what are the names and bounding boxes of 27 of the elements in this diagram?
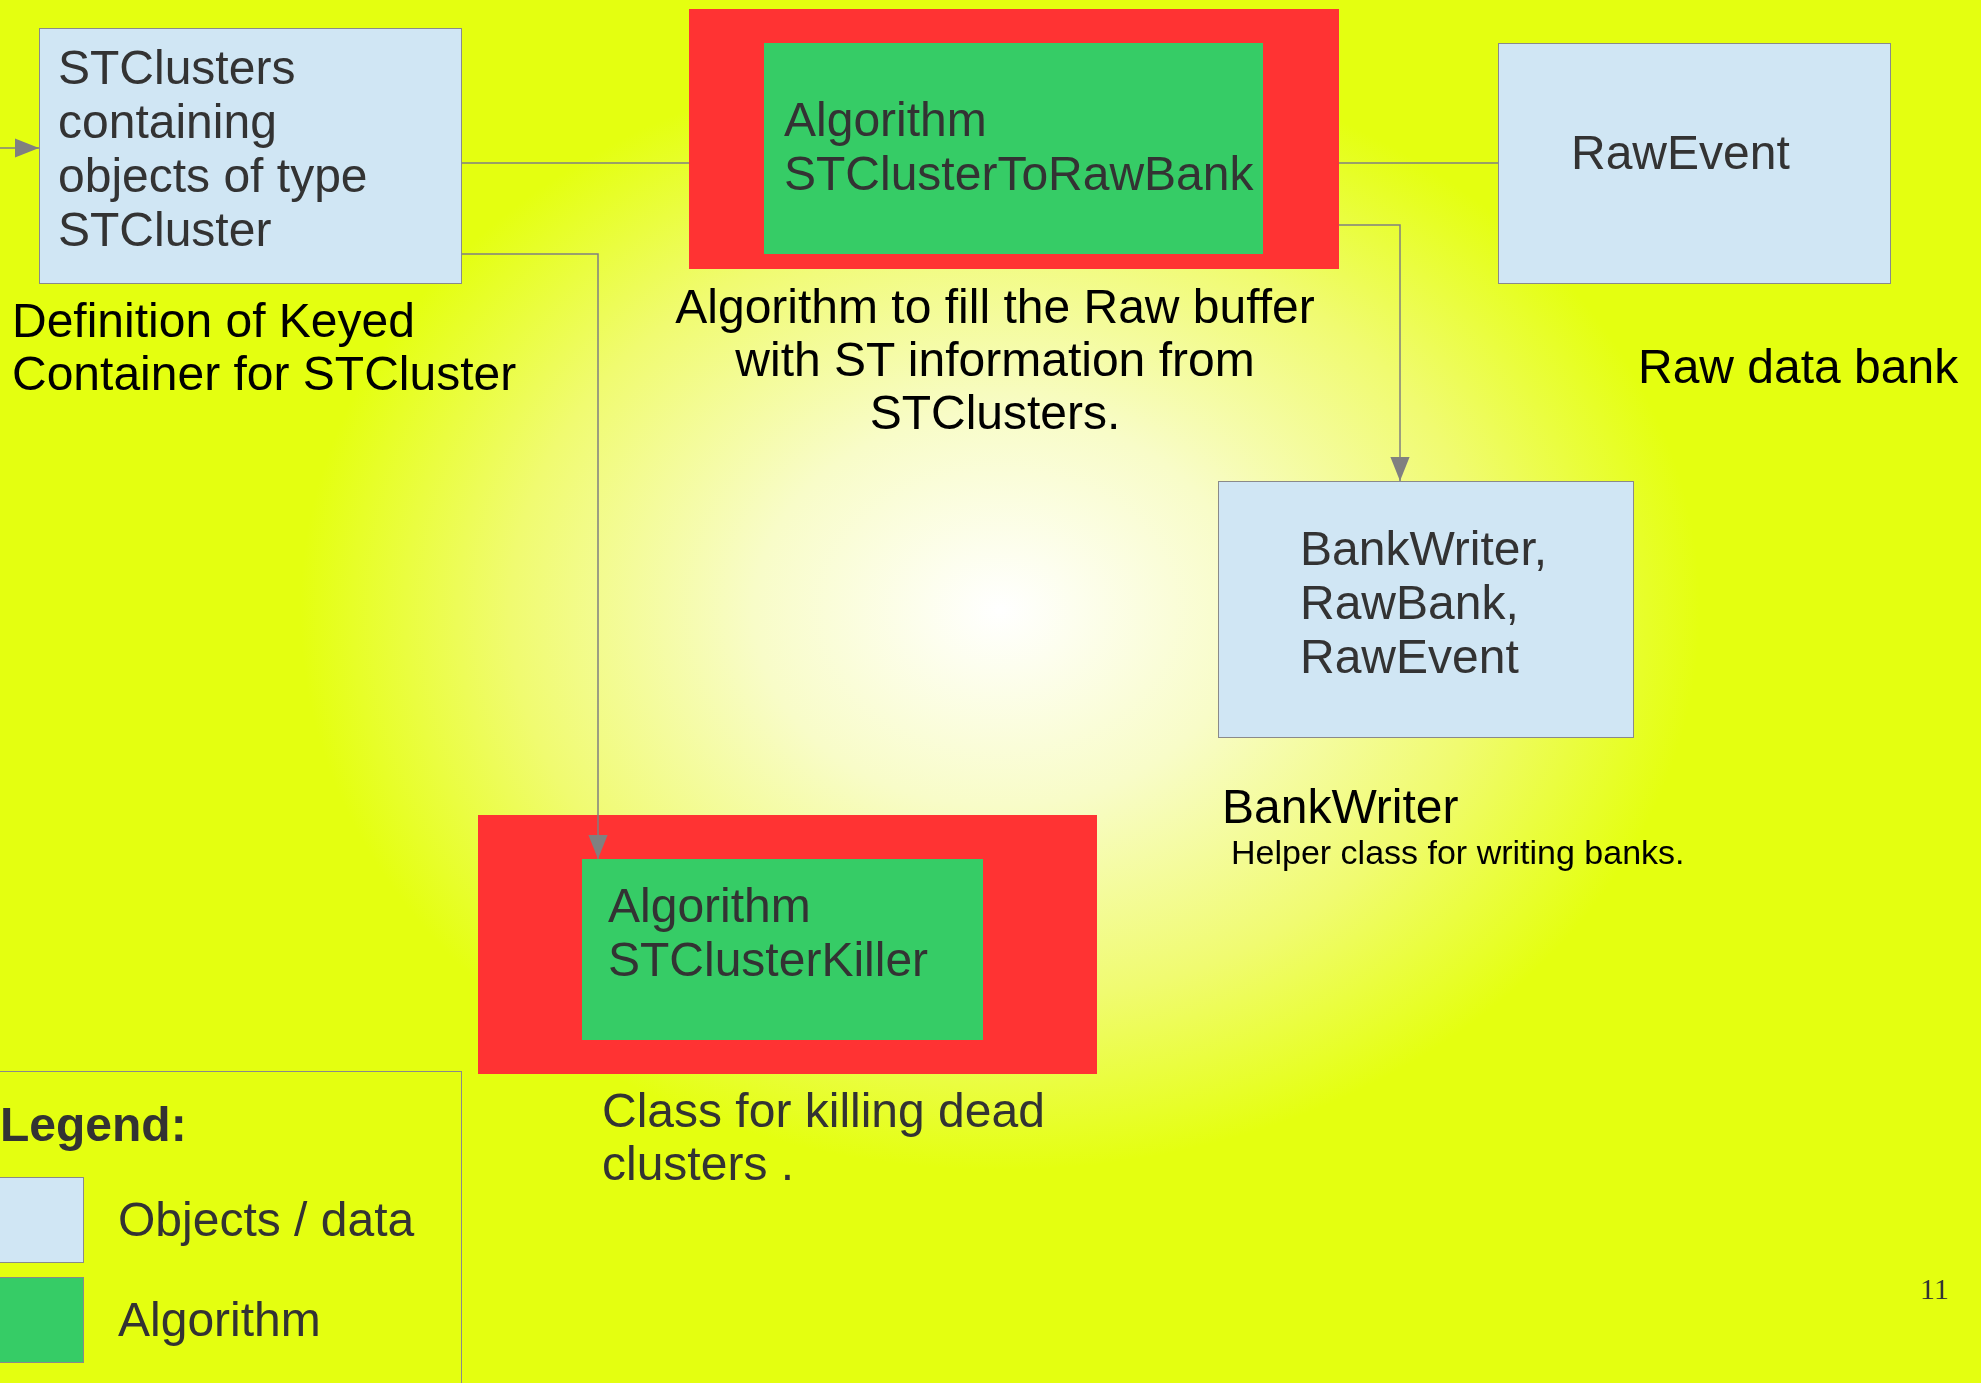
legend-label: Objects / data xyxy=(118,1193,416,1246)
box-label: RawEvent xyxy=(1571,126,1791,180)
box-label: Algorithm STClusterKiller xyxy=(608,879,930,987)
page-number: 11 xyxy=(1920,1271,1950,1307)
connector-line xyxy=(461,162,690,164)
box-label: Algorithm STClusterToRawBank xyxy=(784,93,1255,201)
legend-title: Legend: xyxy=(0,1098,188,1151)
arrow xyxy=(1338,224,1410,482)
box-caption: Definition of Keyed Container for STCluster xyxy=(12,294,518,400)
algorithm-box xyxy=(582,859,983,1040)
legend-label: Algorithm xyxy=(118,1293,322,1346)
algorithm-box xyxy=(764,43,1263,254)
box-label: STClusters containing objects of type STCluster xyxy=(58,41,369,257)
data-box xyxy=(39,28,462,284)
box-label: BankWriter, RawBank, RawEvent xyxy=(1300,522,1549,684)
algorithm-frame xyxy=(478,815,1097,1074)
connector-line xyxy=(1338,162,1499,164)
data-box xyxy=(1498,43,1891,284)
box-caption: Algorithm to fill the Raw buffer with ST information from STClusters. xyxy=(674,280,1316,439)
data-box xyxy=(1218,481,1634,738)
box-caption: BankWriter xyxy=(1222,780,1460,833)
algorithm-frame xyxy=(689,9,1339,269)
arrow xyxy=(0,138,40,158)
box-caption: Class for killing dead clusters . xyxy=(602,1084,1046,1190)
box-caption: Helper class for writing banks. xyxy=(1231,832,1686,873)
arrow xyxy=(461,253,608,860)
box-caption: Raw data bank xyxy=(1638,340,1960,393)
